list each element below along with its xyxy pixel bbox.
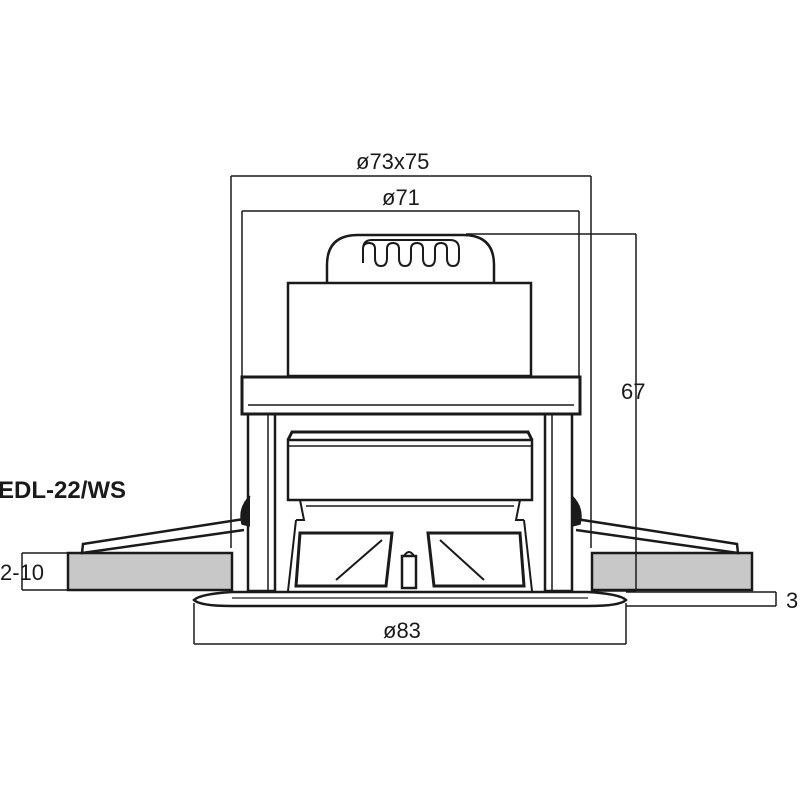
dim-line-outer-diameter	[230, 175, 592, 548]
dim-line-height	[466, 233, 637, 592]
ceiling-thickness-label: 2-10	[0, 560, 45, 585]
outer-diameter-label: ø73x75	[356, 149, 430, 174]
spring-clip-right	[571, 495, 740, 555]
dim-line-flange-thickness	[626, 591, 777, 607]
magnet-assembly	[286, 430, 534, 502]
inner-diameter-label: ø71	[382, 185, 420, 210]
dim-line-ceiling-thickness	[21, 552, 68, 591]
model-label: EDL-22/WS	[0, 477, 127, 504]
dim-line-flange-diameter	[193, 603, 627, 645]
dim-line-inner-diameter	[241, 210, 580, 377]
ceiling-panel-left	[66, 551, 234, 592]
speaker-pole	[400, 551, 418, 590]
height-label: 67	[621, 379, 646, 404]
speaker-cone	[294, 531, 526, 588]
ceiling-panel-right	[590, 551, 754, 592]
side-post-right	[543, 412, 574, 593]
spring-clip-left	[80, 495, 251, 555]
mounting-plate	[240, 375, 582, 416]
flange-thickness-label: 3	[786, 588, 799, 613]
side-post-left	[246, 412, 277, 593]
back-housing	[286, 281, 533, 378]
speaker-basket	[287, 499, 533, 592]
flange-diameter-label: ø83	[383, 618, 421, 643]
front-flange	[192, 590, 628, 608]
cable-clamp	[325, 233, 496, 283]
